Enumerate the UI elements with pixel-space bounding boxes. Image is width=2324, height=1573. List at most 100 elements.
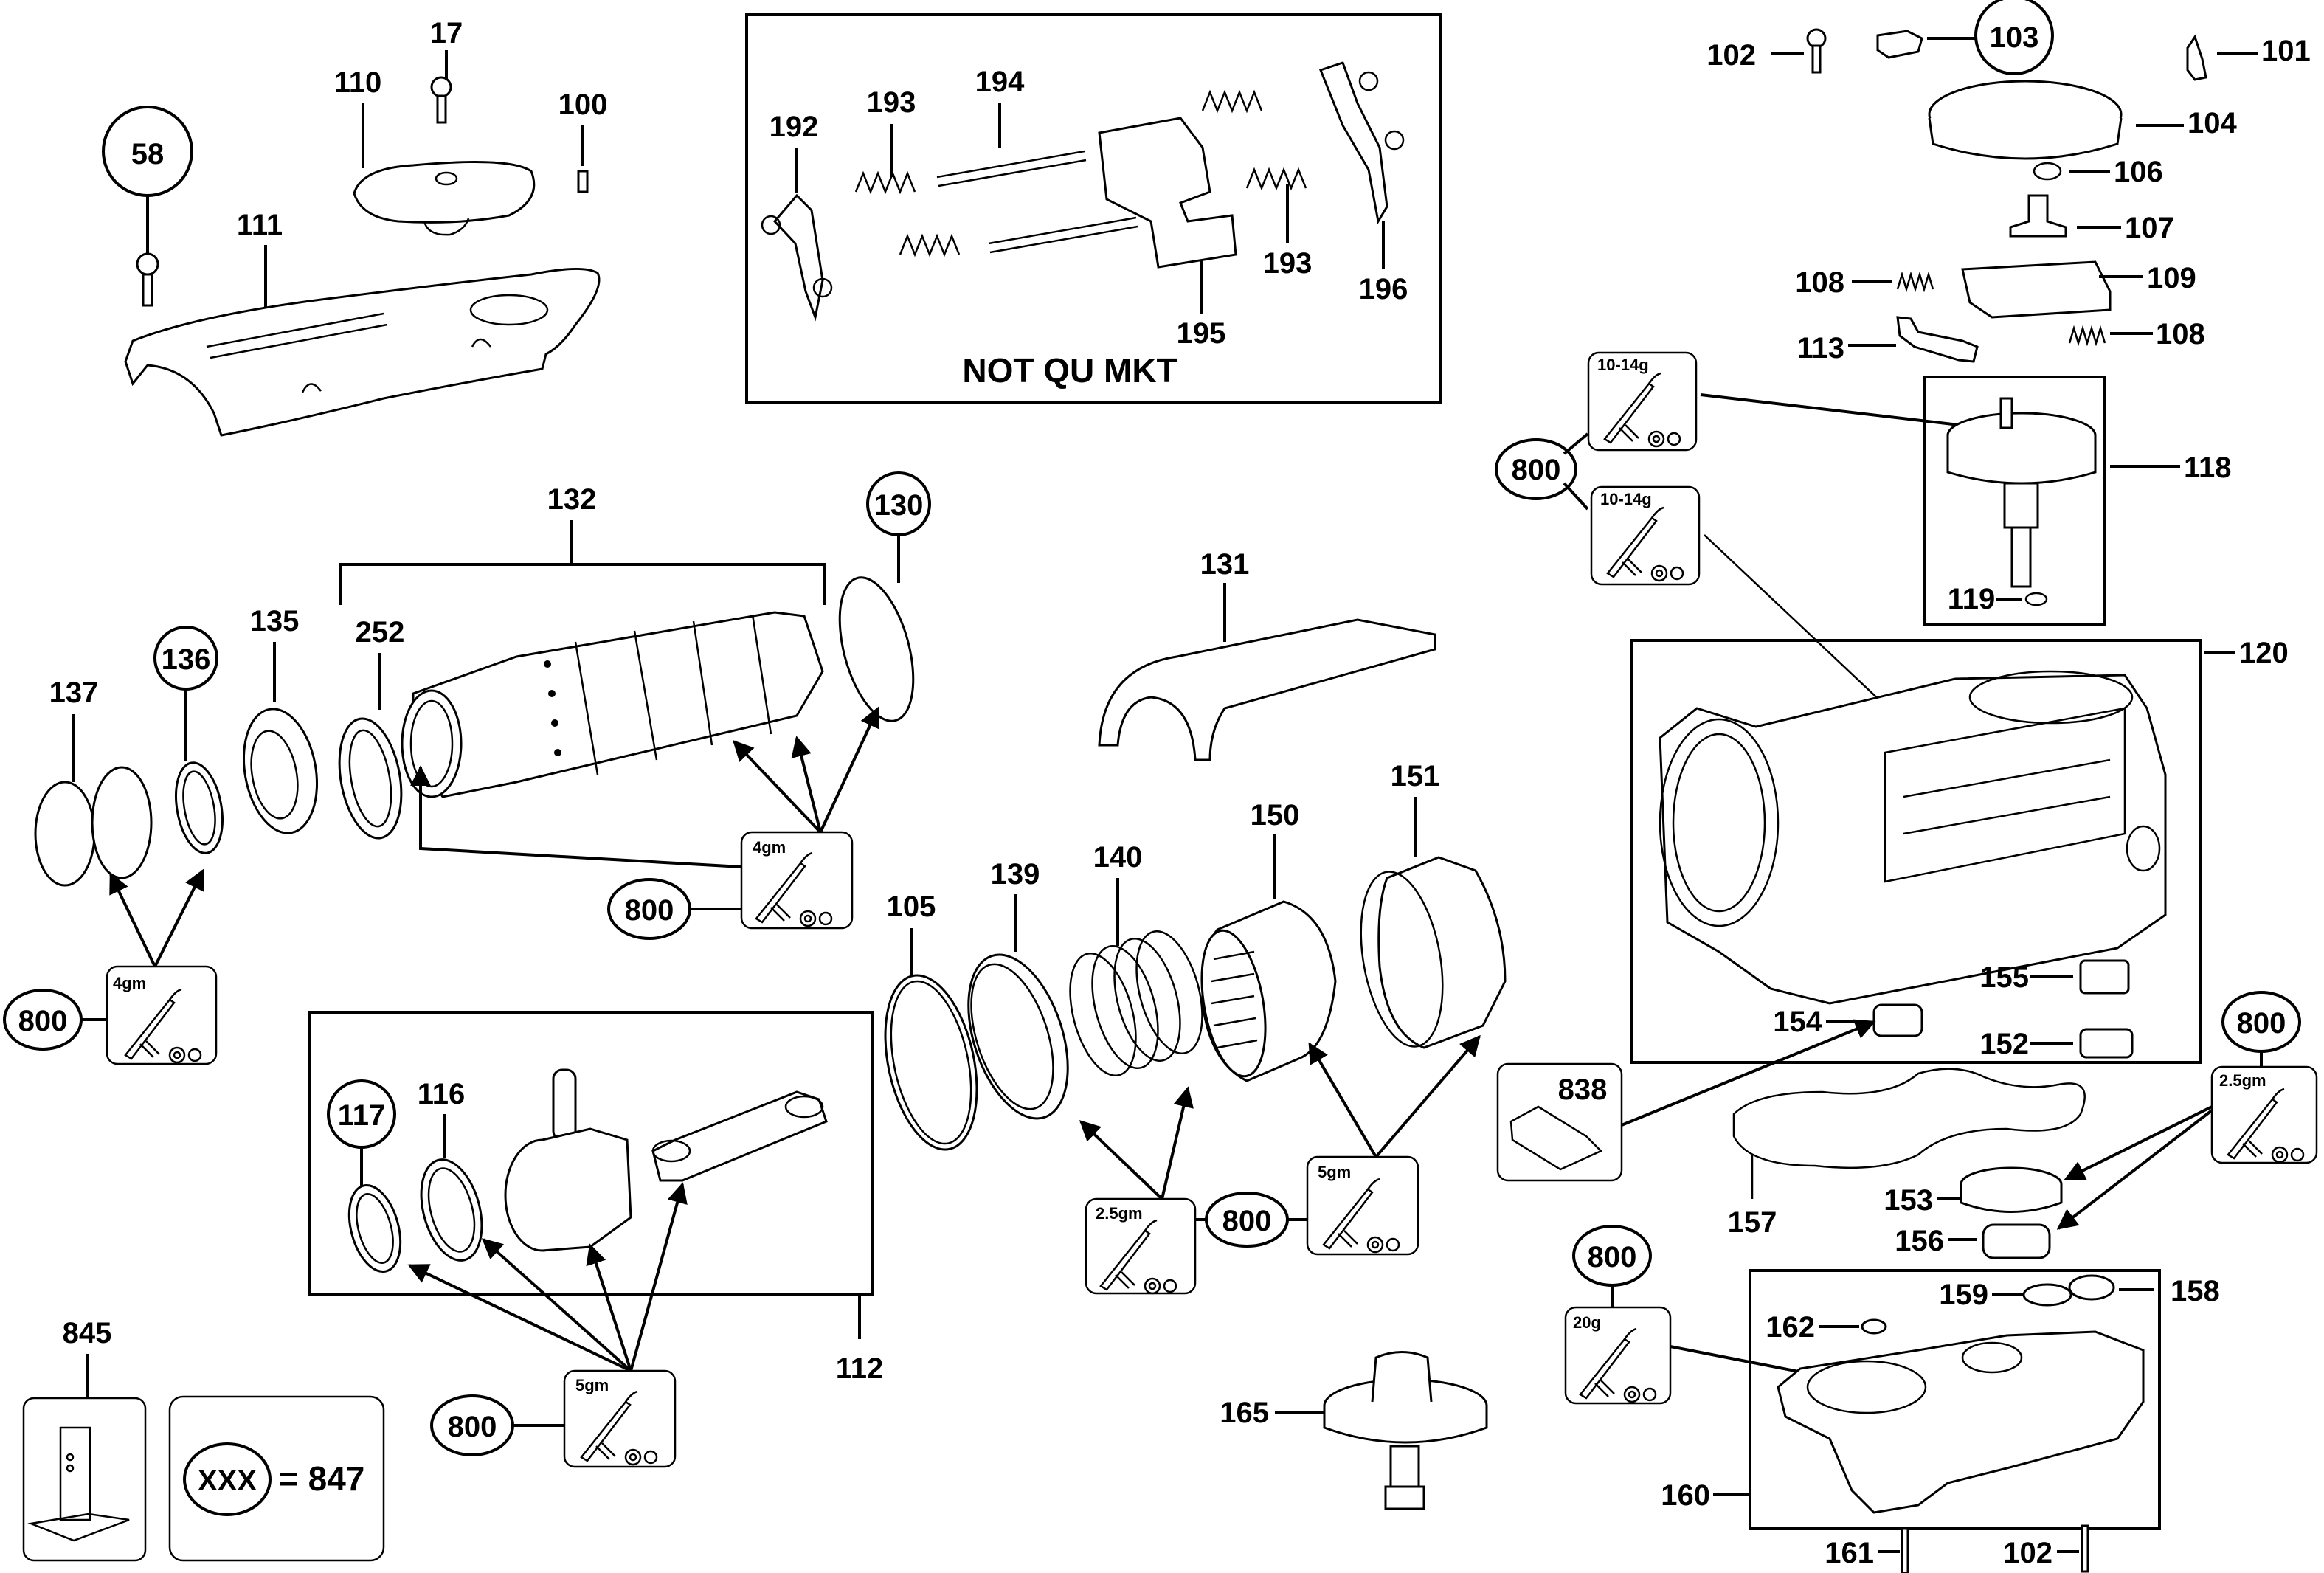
group-frame-118 (1923, 376, 2106, 626)
grease-box-5gm-center: 5gm (1306, 1155, 1419, 1256)
callout-800-c: 800 (18, 1005, 68, 1037)
callout-196: 196 (1359, 273, 1408, 305)
grease-amount: 10-14g (1597, 356, 1649, 374)
callout-139: 139 (991, 858, 1040, 891)
rod-194-icon (936, 150, 1087, 187)
part-group-mode-selector: 102 103 101 104 106 107 108 109 113 108 (1706, 0, 2311, 364)
grease-box-10-14g-b: 10-14g (1590, 485, 1701, 586)
part-group-lower-right: 838 157 153 156 800 2.5gm (1496, 991, 2318, 1259)
washer-252-icon (338, 717, 403, 840)
tool-838-icon (1509, 1105, 1603, 1171)
callout-157: 157 (1728, 1206, 1777, 1239)
slide-113-icon (1896, 316, 1979, 363)
o-ring-105-icon (884, 974, 978, 1151)
part-group-not-qu-mkt: 192 193 194 193 195 196 NOT QU MKT (745, 13, 1442, 404)
bearing-154-icon (1872, 1003, 1923, 1037)
callout-116: 116 (418, 1078, 466, 1110)
callout-108-left: 108 (1795, 266, 1844, 299)
callout-101: 101 (2261, 35, 2311, 67)
stand-845-icon (27, 1426, 130, 1542)
callout-800-e: 800 (1222, 1205, 1272, 1237)
group-frame-120 (1630, 639, 2202, 1064)
brush-103-icon (1876, 30, 1923, 59)
ring-116-icon (420, 1158, 483, 1262)
grease-amount: 10-14g (1600, 490, 1652, 508)
part-group-160: 800 20g 160 159 158 162 161 102 (1564, 1225, 2220, 1573)
ring-139-icon (967, 953, 1069, 1120)
gasket-157-icon (1732, 1068, 2086, 1169)
callout-112: 112 (836, 1352, 884, 1385)
callout-135: 135 (250, 605, 300, 637)
grease-box-20g: 20g (1564, 1306, 1672, 1405)
callout-120: 120 (2239, 637, 2289, 669)
callout-137: 137 (49, 677, 99, 709)
callout-151: 151 (1391, 760, 1440, 792)
grease-amount: 4gm (753, 838, 786, 857)
callout-800-d: 800 (2237, 1007, 2286, 1040)
group-frame-160 (1749, 1269, 2161, 1530)
screw-58-icon (136, 252, 159, 307)
callout-155: 155 (1979, 961, 2029, 994)
grease-box-4gm-left: 4gm (106, 965, 218, 1065)
cap-110-icon (353, 161, 536, 224)
legend-box (168, 1395, 385, 1562)
grease-amount: 4gm (113, 974, 146, 992)
callout-131: 131 (1200, 548, 1250, 581)
bearing-cage-151-icon (1377, 856, 1507, 1049)
bearing-158-icon (2068, 1274, 2115, 1301)
slider-195-icon (1098, 117, 1237, 269)
callout-105: 105 (887, 891, 936, 923)
washer-119-icon (2024, 592, 2048, 606)
part-group-131: 131 (1098, 548, 1436, 761)
gear-housing-120-icon (1659, 674, 2167, 1005)
group-frame-112 (308, 1011, 874, 1296)
clutch-135-icon (242, 708, 319, 834)
callout-119: 119 (1948, 583, 1996, 615)
part-group-piston-112: 112 117 116 5gm 800 (308, 1011, 884, 1468)
callout-195: 195 (1177, 317, 1226, 350)
callout-193-left: 193 (867, 86, 916, 119)
bracket-132 (339, 563, 826, 605)
shaft-107-icon (2009, 194, 2067, 238)
group-frame (745, 13, 1442, 404)
arrow-to-154 (1621, 1019, 1876, 1127)
sleeve-156-icon (1982, 1223, 2051, 1259)
lever-196-icon (1319, 61, 1388, 225)
callout-100: 100 (558, 89, 608, 121)
callout-252: 252 (356, 616, 405, 649)
callout-103: 103 (1990, 21, 2039, 54)
legend-placeholder: XXX (198, 1465, 257, 1497)
callout-109: 109 (2147, 262, 2196, 294)
callout-circle-800-f (430, 1394, 514, 1456)
callout-161: 161 (1825, 1537, 1874, 1569)
legend-equals: = 847 (279, 1459, 364, 1498)
callout-110: 110 (334, 66, 382, 99)
callout-circle-800-b (607, 878, 691, 940)
grease-amount: 2.5gm (2219, 1071, 2266, 1090)
callout-150: 150 (1251, 799, 1300, 832)
washer-117-icon (347, 1183, 402, 1273)
callout-118: 118 (2184, 452, 2232, 484)
callout-153: 153 (1884, 1184, 1933, 1217)
callout-158: 158 (2171, 1275, 2220, 1307)
grease-amount: 20g (1573, 1313, 1601, 1332)
grease-box-2.5gm-right: 2.5gm (2210, 1065, 2318, 1164)
part-group-housing-120: 120 155 154 152 (1630, 637, 2289, 1064)
callout-154: 154 (1773, 1006, 1822, 1038)
part-group-legend: 845 XXX = 847 (22, 1317, 385, 1562)
sleeve-131-icon (1098, 618, 1436, 761)
callout-800-a: 800 (1512, 454, 1561, 486)
callout-108-right: 108 (2156, 318, 2205, 350)
part-group-top-cover: 58 110 17 100 111 (102, 17, 608, 437)
spring-193-icon (854, 170, 916, 195)
callout-104: 104 (2188, 107, 2237, 139)
ring-136-icon (175, 761, 224, 854)
callout-194: 194 (975, 66, 1025, 98)
callout-132: 132 (547, 483, 597, 516)
callout-159: 159 (1939, 1279, 1988, 1311)
grease-box-10-14g-a: 10-14g (1587, 351, 1698, 452)
part-group-barrel: 132 130 137 136 135 252 4gm (3, 471, 931, 1065)
bearing-155-icon (2079, 959, 2130, 995)
grease-box-4gm-barrel: 4gm (740, 831, 854, 930)
